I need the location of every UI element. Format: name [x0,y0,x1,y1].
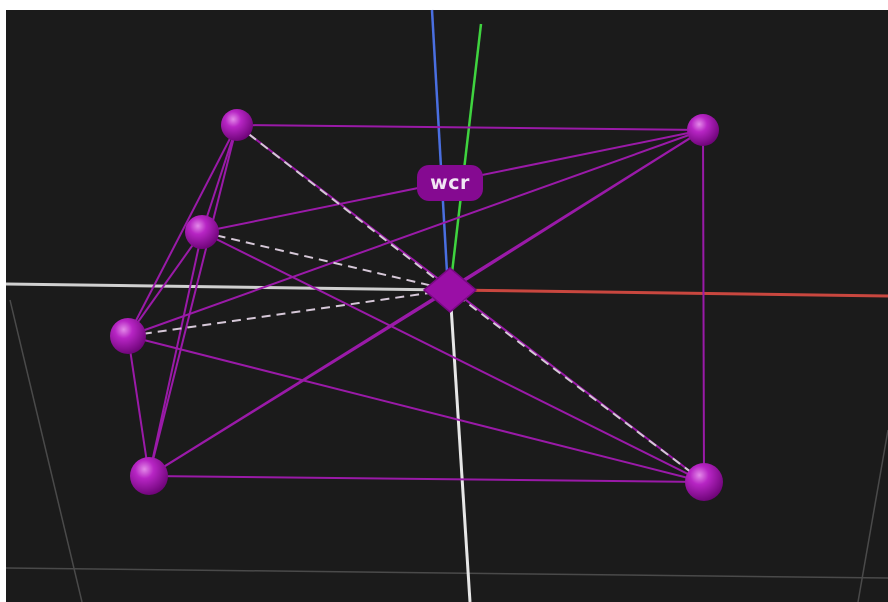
sphere-node-icon[interactable] [221,109,253,141]
edge-l-br [127,335,705,483]
edge-tl-bl [148,124,238,477]
ground-grid [5,299,888,602]
node-label-text: wcr [430,172,470,194]
sphere-node-icon[interactable] [130,457,168,495]
axis-x-positive-line [449,288,888,298]
grid-line-left [9,299,83,602]
axis-vertical-line [448,289,472,602]
axis-y-line [448,23,483,291]
dashed-edge-br-center [449,289,705,483]
edge-tl-l [127,124,238,337]
edge-tl-ml [201,124,238,233]
axes [5,9,888,602]
center-node[interactable] [422,267,478,313]
edge-l-tr [127,129,704,337]
sphere-node-icon[interactable] [185,215,219,249]
nodes[interactable] [110,109,723,501]
grid-line-right [857,429,888,602]
grid-line-bottom [5,567,888,579]
edge-tl-tr [236,124,704,131]
edge-l-bl [127,335,150,477]
sphere-node-icon[interactable] [687,114,719,146]
sphere-node-icon[interactable] [110,318,146,354]
dashed-edge-l-center [127,289,451,337]
axis-x-negative-line [5,282,451,292]
edge-bl-br [148,475,705,483]
axis-z-line [430,9,450,291]
edges [127,124,705,483]
dashed-edge-ml-center [201,231,451,291]
diamond-node-icon[interactable] [422,267,478,313]
edge-ml-br [201,231,705,483]
edge-ml-bl [148,231,203,477]
edge-ml-l [127,231,203,337]
edge-tr-br [702,129,705,483]
node-label[interactable]: wcr [417,165,483,201]
edge-tr-center [449,129,704,291]
sphere-node-icon[interactable] [685,463,723,501]
edge-bl-center [148,289,451,477]
dashed-edges [127,124,705,483]
